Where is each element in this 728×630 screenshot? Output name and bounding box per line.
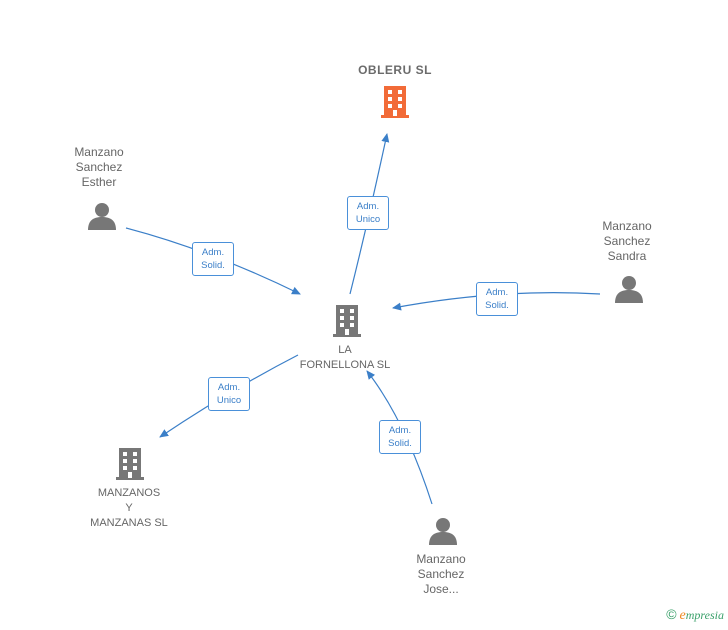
building-icon-fornellona[interactable] [333,305,361,337]
company-label-fornellona[interactable]: LA FORNELLONA SL [299,344,391,371]
person-icon-esther[interactable] [88,203,116,230]
company-label-manzanos[interactable]: MANZANOS Y MANZANAS SL [90,487,168,529]
edge-label-sandra-fornellona: Adm. Solid. [476,282,518,316]
brand-e: e [679,608,686,623]
building-icon-manzanos[interactable] [116,448,144,480]
edge-label-jose-fornellona: Adm. Solid. [379,420,421,454]
building-icon-obleru[interactable] [381,86,409,118]
edge-label-fornellona-manzanos: Adm. Unico [208,377,250,411]
edge-label-fornellona-obleru: Adm. Unico [347,196,389,230]
person-icon-jose[interactable] [429,518,457,545]
brand-name: mpresia [685,608,724,622]
brand-logo[interactable]: ©empresia [666,606,724,624]
copyright-icon: © [666,606,677,622]
person-label-esther[interactable]: Manzano Sanchez Esther [74,145,124,189]
edge-label-esther-fornellona: Adm. Solid. [192,242,234,276]
company-label-obleru[interactable]: OBLERU SL [358,63,432,77]
person-icon-sandra[interactable] [615,276,643,303]
person-label-sandra[interactable]: Manzano Sanchez Sandra [602,219,652,263]
person-label-jose[interactable]: Manzano Sanchez Jose... [416,552,466,596]
